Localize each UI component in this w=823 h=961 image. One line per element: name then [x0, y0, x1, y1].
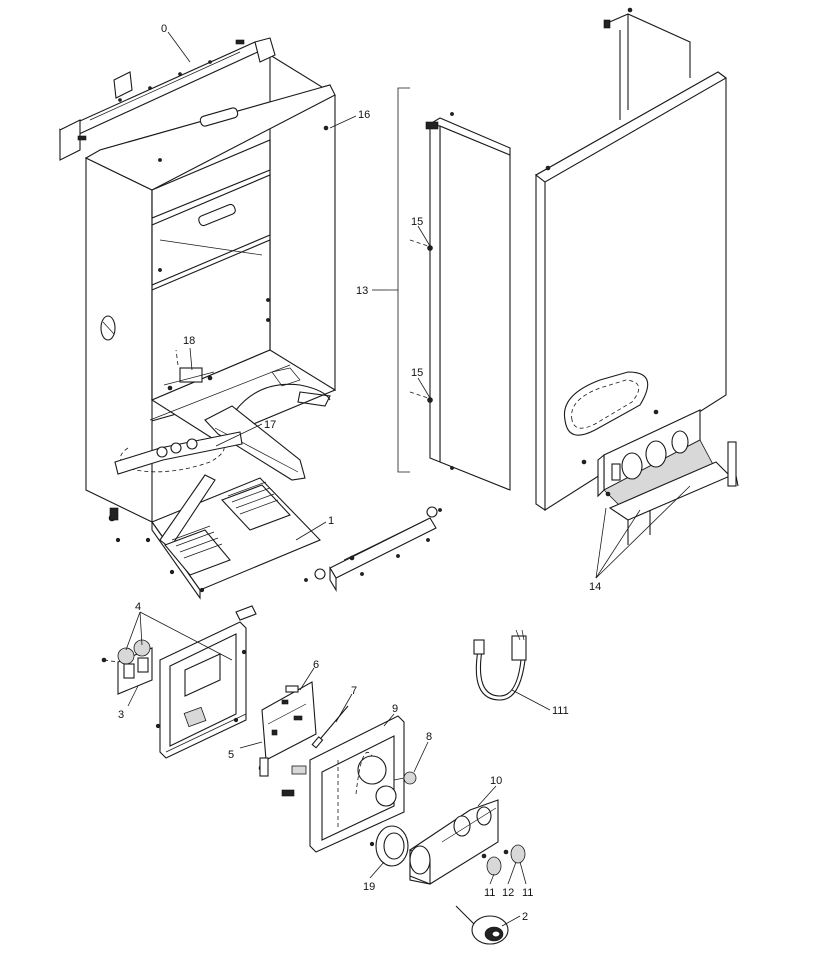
part-3-button-plate [101, 639, 153, 695]
part-0-mounting-bracket [59, 39, 263, 161]
callout-8: 8 [426, 731, 432, 743]
leader-lines [125, 31, 691, 927]
callout-18: 18 [183, 335, 195, 347]
part-1-base-tray [108, 474, 321, 600]
callout-labels: 0 16 13 15 15 18 17 1 14 4 3 5 6 7 9 8 1… [118, 23, 601, 923]
callout-3: 3 [118, 709, 124, 721]
callout-11-right: 11 [522, 887, 533, 899]
callout-1: 1 [328, 515, 334, 527]
part-17-manifold [114, 367, 331, 481]
callout-10: 10 [490, 775, 502, 787]
callout-12: 12 [502, 887, 514, 899]
callout-15-lower: 15 [411, 367, 423, 379]
callout-19: 19 [363, 881, 375, 893]
callout-7: 7 [351, 685, 357, 697]
part-8-knob [393, 771, 417, 785]
part-18-sensor-module [163, 349, 215, 391]
part-2-motor [455, 905, 509, 945]
part-13-side-panel [386, 87, 511, 491]
callout-0: 0 [161, 23, 167, 35]
callout-111: 111 [552, 705, 569, 717]
callout-11-left: 11 [484, 887, 495, 899]
knob-set [481, 844, 526, 876]
callout-5: 5 [228, 749, 234, 761]
callout-9: 9 [392, 703, 398, 715]
part-7-probe [311, 705, 349, 749]
control-box-frame [155, 605, 257, 759]
part-111-harness [473, 629, 527, 701]
part-19-ring [369, 825, 409, 867]
callout-13: 13 [356, 285, 368, 297]
callout-6: 6 [313, 659, 319, 671]
callout-14: 14 [589, 581, 601, 593]
callout-4: 4 [135, 601, 141, 613]
callout-17: 17 [264, 419, 276, 431]
callout-15-upper: 15 [411, 216, 423, 228]
front-casing [535, 7, 739, 545]
callout-16: 16 [358, 109, 370, 121]
support-rail [304, 506, 442, 592]
part-10-fascia [409, 799, 499, 885]
callout-2: 2 [522, 911, 528, 923]
part-6-pcb [258, 681, 317, 777]
part-9-control-housing [281, 715, 405, 853]
part-16-main-chassis [84, 37, 337, 523]
